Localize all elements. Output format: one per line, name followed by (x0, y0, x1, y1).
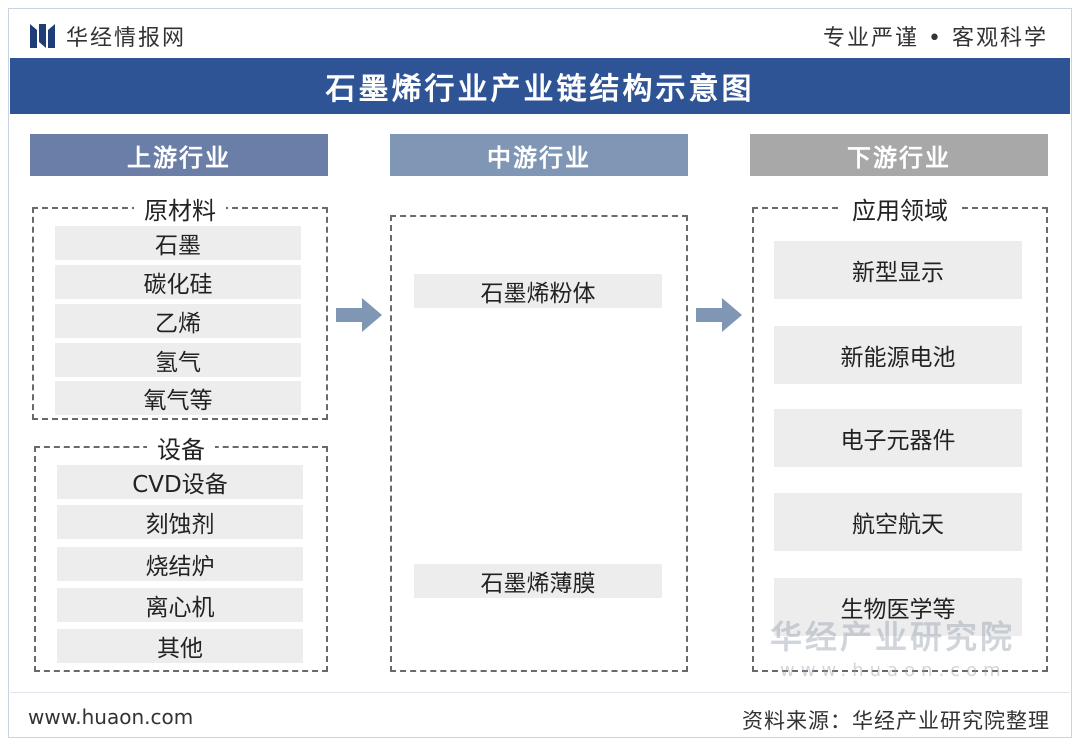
equipment-item: 离心机 (57, 588, 303, 622)
arrow-right-icon (336, 298, 382, 332)
midstream-header: 中游行业 (390, 134, 688, 176)
materials-title: 原材料 (134, 191, 226, 226)
midstream-group (390, 215, 688, 672)
logo-text: 华经情报网 (66, 26, 187, 51)
application-item: 新型显示 (774, 241, 1022, 299)
equipment-item: 其他 (57, 629, 303, 663)
material-item: 碳化硅 (55, 265, 301, 299)
footer-source: 资料来源：华经产业研究院整理 (742, 709, 1050, 733)
material-item: 乙烯 (55, 304, 301, 338)
arrow-right-icon (696, 298, 742, 332)
footer-website: www.huaon.com (28, 705, 194, 729)
equipment-group: 设备 (34, 430, 328, 672)
application-item: 新能源电池 (774, 326, 1022, 384)
watermark-name: 华经产业研究院 (770, 618, 1016, 656)
material-item: 氧气等 (55, 381, 301, 415)
upstream-header: 上游行业 (30, 134, 328, 176)
equipment-item: 刻蚀剂 (57, 505, 303, 539)
midstream-item: 石墨烯薄膜 (414, 564, 662, 598)
applications-group: 应用领域 (752, 191, 1048, 672)
midstream-item: 石墨烯粉体 (414, 274, 662, 308)
watermark-url: www.huaon.com (780, 660, 1007, 681)
title-bar: 石墨烯行业产业链结构示意图 (10, 58, 1070, 114)
slogan: 专业严谨 • 客观科学 (823, 26, 1048, 51)
applications-title: 应用领域 (842, 191, 958, 226)
application-item: 航空航天 (774, 493, 1022, 551)
footer-divider (10, 692, 1070, 693)
equipment-item: 烧结炉 (57, 547, 303, 581)
application-item: 电子元器件 (774, 409, 1022, 467)
page-title: 石墨烯行业产业链结构示意图 (325, 72, 755, 107)
application-item: 生物医学等 (774, 578, 1022, 636)
brand-logo: 华经情报网 (30, 22, 187, 51)
downstream-header: 下游行业 (750, 134, 1048, 176)
equipment-item: CVD设备 (57, 465, 303, 499)
material-item: 石墨 (55, 226, 301, 260)
material-item: 氢气 (55, 343, 301, 377)
equipment-title: 设备 (147, 430, 215, 465)
logo-icon (30, 24, 56, 48)
materials-group: 原材料 (32, 191, 328, 420)
